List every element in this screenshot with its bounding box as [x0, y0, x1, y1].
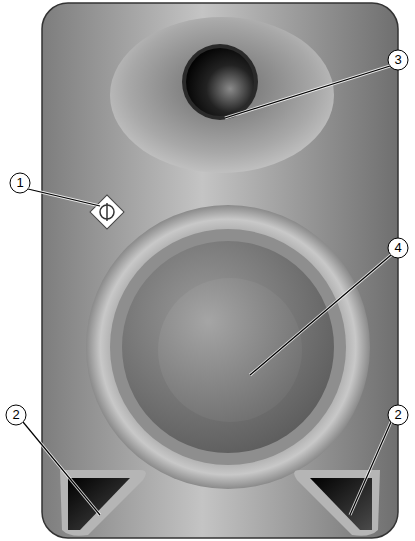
- callout-number: 4: [389, 239, 407, 257]
- callout-number: 3: [389, 51, 407, 69]
- callout-number: 2: [389, 406, 407, 424]
- callout-number: 2: [7, 406, 25, 424]
- callout-circles: [6, 50, 408, 425]
- callout-number: 1: [11, 174, 29, 192]
- leader-lines: [23, 66, 391, 515]
